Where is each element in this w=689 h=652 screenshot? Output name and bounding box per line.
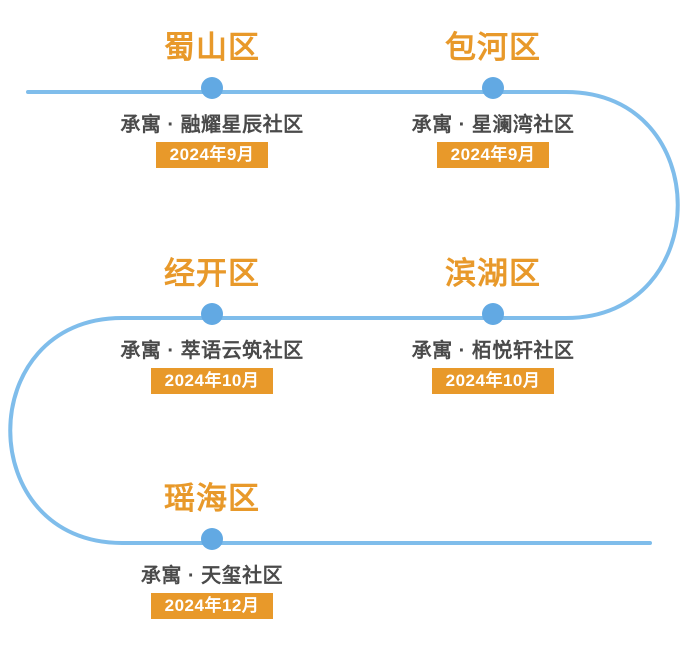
spacer <box>373 63 613 77</box>
community-label: 承寓 · 萃语云筑社区 <box>120 340 304 362</box>
timeline-dot[interactable] <box>201 77 223 99</box>
district-label: 经开区 <box>164 256 260 291</box>
spacer <box>92 586 332 593</box>
spacer <box>373 135 613 142</box>
spacer <box>373 99 613 115</box>
district-label: 瑶海区 <box>164 481 260 516</box>
timeline-dot[interactable] <box>482 303 504 325</box>
timeline-dot[interactable] <box>482 77 504 99</box>
spacer <box>92 514 332 528</box>
community-label: 承寓 · 星澜湾社区 <box>411 114 575 136</box>
date-badge: 2024年12月 <box>150 593 274 619</box>
district-label: 滨湖区 <box>445 256 541 291</box>
spacer <box>92 550 332 566</box>
date-badge: 2024年9月 <box>436 142 550 168</box>
community-label: 承寓 · 融耀星辰社区 <box>120 114 304 136</box>
spacer <box>373 361 613 368</box>
spacer <box>373 325 613 341</box>
spacer <box>373 289 613 303</box>
spacer <box>92 135 332 142</box>
district-label: 包河区 <box>445 30 541 65</box>
timeline-dot[interactable] <box>201 303 223 325</box>
spacer <box>92 99 332 115</box>
spacer <box>92 361 332 368</box>
timeline-dot[interactable] <box>201 528 223 550</box>
timeline-node-shushan[interactable]: 蜀山区 承寓 · 融耀星辰社区 2024年9月 <box>92 32 332 168</box>
date-badge: 2024年10月 <box>431 368 555 394</box>
timeline-node-yaohai[interactable]: 瑶海区 承寓 · 天玺社区 2024年12月 <box>92 483 332 619</box>
date-badge: 2024年10月 <box>150 368 274 394</box>
timeline-node-baohe[interactable]: 包河区 承寓 · 星澜湾社区 2024年9月 <box>373 32 613 168</box>
spacer <box>92 325 332 341</box>
community-label: 承寓 · 栢悦轩社区 <box>411 340 575 362</box>
date-badge: 2024年9月 <box>155 142 269 168</box>
spacer <box>92 63 332 77</box>
community-label: 承寓 · 天玺社区 <box>140 565 284 587</box>
spacer <box>92 289 332 303</box>
timeline-node-jingkai[interactable]: 经开区 承寓 · 萃语云筑社区 2024年10月 <box>92 258 332 394</box>
timeline-node-binhu[interactable]: 滨湖区 承寓 · 栢悦轩社区 2024年10月 <box>373 258 613 394</box>
district-label: 蜀山区 <box>164 30 260 65</box>
